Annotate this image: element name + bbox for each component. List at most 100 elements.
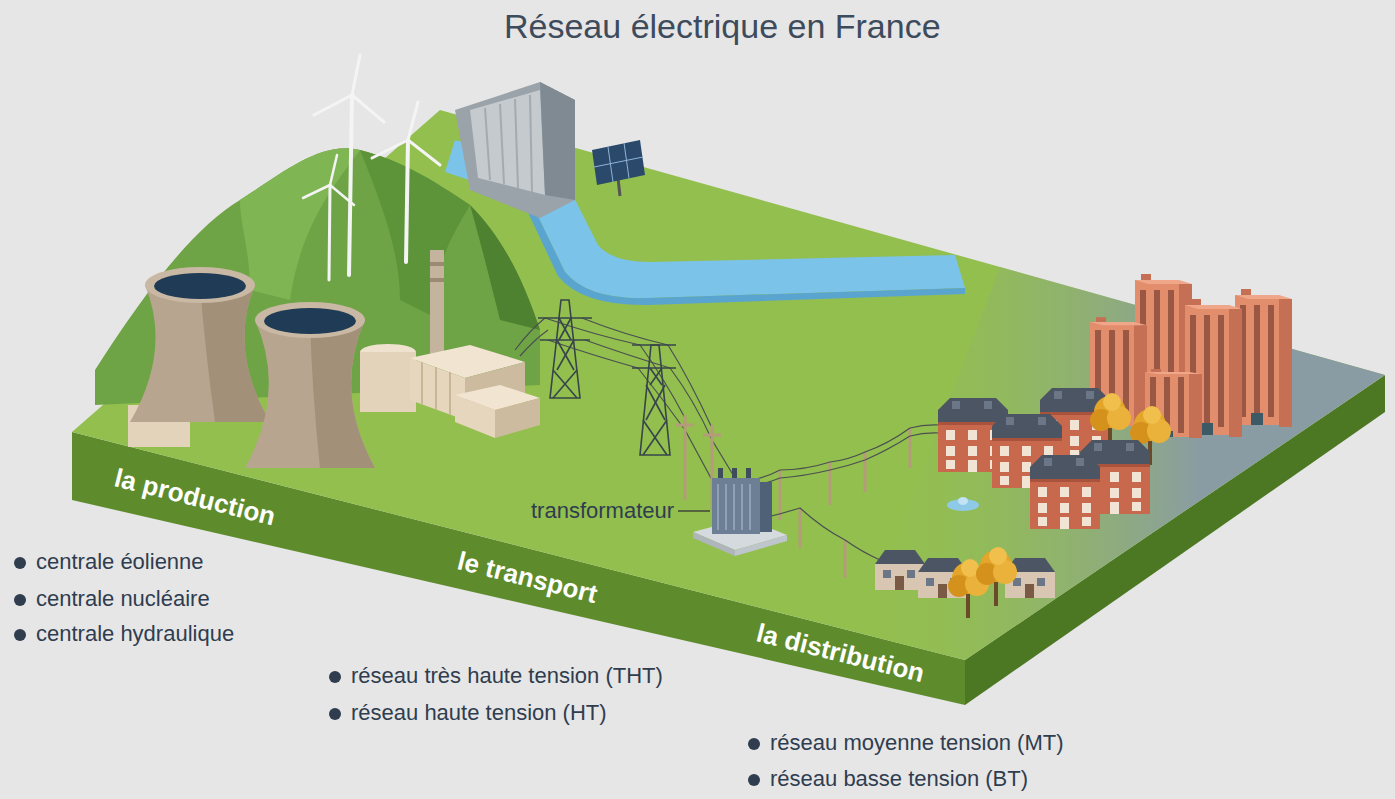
bullet-part — [329, 708, 341, 720]
nuclear-plant-part — [255, 302, 365, 338]
wind-turbine-part — [406, 140, 408, 262]
distribution-line-part — [750, 425, 940, 480]
nuclear-plant-part — [154, 273, 246, 299]
diagram-title: Réseau électrique en France — [504, 6, 941, 47]
bullet-part — [14, 557, 26, 569]
pylon-part — [646, 385, 665, 420]
city-part — [875, 550, 925, 590]
transformer-part — [712, 478, 760, 534]
nuclear-plant-part — [495, 398, 540, 438]
legend-item: centrale éolienne — [36, 549, 204, 575]
nuclear-plant-part — [145, 267, 255, 303]
pylon-part — [643, 420, 667, 455]
pylon-part — [538, 317, 592, 319]
wind-turbine-part — [408, 140, 440, 165]
city-part — [976, 547, 1017, 606]
nuclear-plant-part — [360, 352, 416, 412]
pylon-part — [550, 300, 580, 398]
bullet-part — [748, 774, 760, 786]
wind-turbine-part — [314, 95, 352, 115]
solar-panel-part — [592, 140, 645, 185]
utility-pole — [676, 415, 910, 590]
mountain-part — [360, 150, 470, 320]
utility-pole-part — [864, 452, 867, 492]
callout-label: transformateur — [531, 498, 674, 524]
city-part — [958, 497, 968, 505]
bullet-part — [329, 671, 341, 683]
power-line-part — [582, 318, 668, 345]
wind-turbine-part — [303, 185, 330, 198]
stage-label: le transport — [454, 545, 600, 610]
dam — [455, 82, 575, 218]
wind-turbine-part — [352, 95, 384, 122]
transformer-part-part — [749, 484, 751, 530]
dam-part-part — [515, 99, 518, 188]
wind-turbine-part — [329, 185, 330, 280]
utility-pole-part — [703, 434, 721, 437]
nuclear-plant-part-part — [449, 372, 451, 415]
power-line-part — [685, 430, 712, 480]
wind-turbine-part — [349, 95, 352, 275]
stage-label: la distribution — [753, 617, 927, 689]
pylon-part — [559, 318, 571, 340]
dam-part — [470, 90, 545, 195]
pylon-part — [640, 345, 670, 455]
transformer-part-part — [725, 484, 727, 530]
pylon-part — [540, 339, 590, 341]
legend-item: réseau moyenne tension (MT) — [770, 730, 1063, 756]
utility-pole-part — [799, 508, 802, 548]
nuclear-plant-part — [130, 285, 270, 422]
ground-block-part — [72, 110, 1385, 660]
pylon-part — [557, 340, 574, 370]
pylon — [538, 300, 676, 455]
bullet-part — [14, 629, 26, 641]
leader-line — [678, 510, 710, 511]
city — [875, 274, 1292, 618]
solar-panel — [592, 140, 645, 196]
wind-turbine-part — [330, 185, 354, 205]
nuclear-plant-part — [430, 278, 444, 282]
wind-turbine-part — [330, 155, 337, 185]
nuclear-plant-part-part — [421, 362, 423, 405]
nuclear-plant — [128, 250, 540, 468]
nuclear-plant-part — [264, 308, 356, 334]
wind-turbine — [303, 55, 440, 280]
legend-item: réseau très haute tension (THT) — [351, 663, 663, 689]
dam-part — [485, 95, 532, 192]
city-part — [1235, 289, 1292, 427]
wind-turbine-part — [408, 102, 418, 140]
nuclear-plant-part-part — [435, 367, 437, 410]
wind-turbine-part — [352, 55, 360, 95]
pylon-part — [632, 367, 676, 369]
transformer-part-part — [732, 468, 737, 478]
mountain-part — [240, 148, 360, 300]
solar-panel-part-part — [594, 157, 643, 167]
ground-block-part — [860, 267, 1385, 660]
city-part — [1030, 455, 1100, 529]
transformer-part-part — [717, 484, 719, 530]
dam-part-part — [485, 108, 490, 180]
legend-item: réseau basse tension (BT) — [770, 766, 1028, 792]
transformer-part — [718, 468, 751, 478]
nuclear-plant-part — [430, 250, 444, 360]
power-line-part — [670, 368, 712, 440]
transformer-part — [693, 532, 735, 556]
transformer-part — [760, 482, 772, 532]
pylon-part — [553, 370, 577, 398]
solar-panel-part — [618, 178, 620, 196]
transformer — [693, 468, 787, 556]
pylon-part — [650, 368, 662, 385]
river-part — [524, 200, 965, 305]
power-line-part — [520, 330, 548, 356]
dam-part-part — [530, 95, 532, 192]
transformer-part-part — [746, 468, 751, 478]
nuclear-plant-part — [422, 362, 450, 415]
bullet-part — [748, 738, 760, 750]
mountain-part — [470, 205, 540, 330]
pylon-part — [643, 420, 667, 455]
dam-part — [540, 82, 575, 200]
transformer-part-part — [718, 468, 723, 478]
pylon-part — [632, 344, 676, 346]
dam-part-part — [500, 104, 504, 184]
